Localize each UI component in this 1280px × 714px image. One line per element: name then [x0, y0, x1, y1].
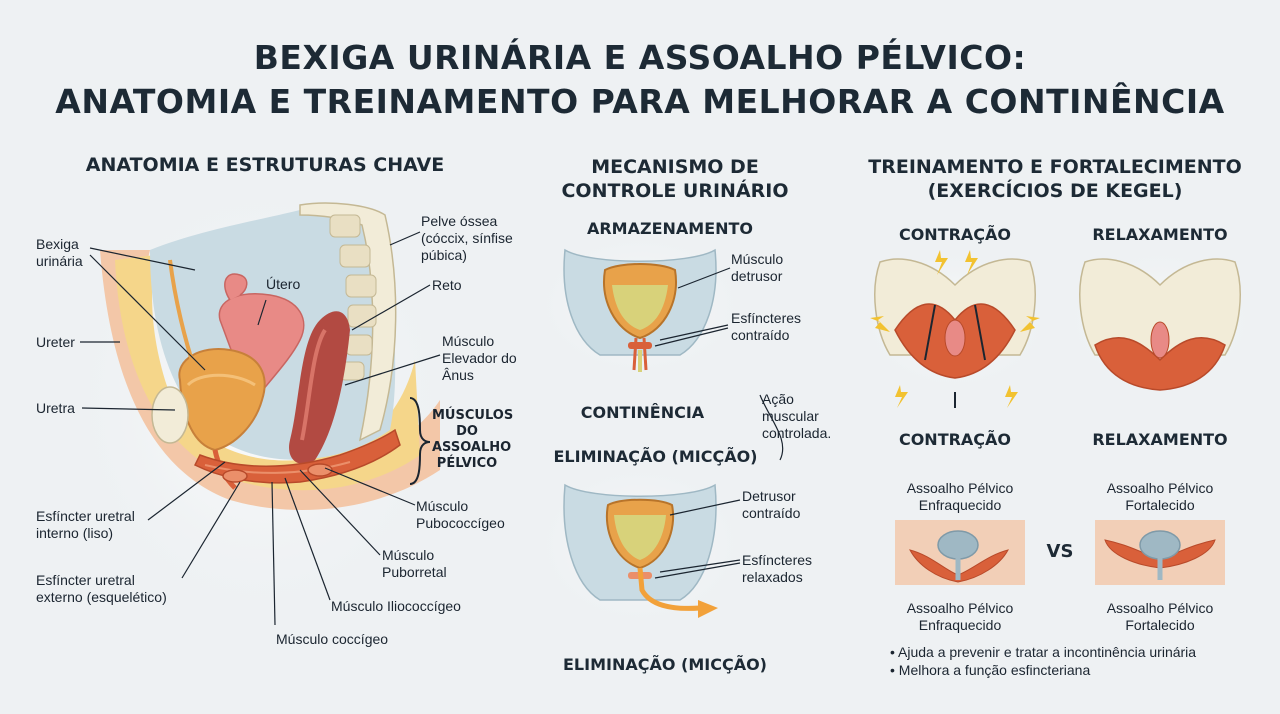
weak-bottom-label: Assoalho Pélvico Enfraquecido: [906, 600, 1014, 633]
strong-top-label: Assoalho Pélvico Fortalecido: [1106, 480, 1214, 513]
label-esfincter-externo: Esfíncter uretral externo (esquelético): [36, 572, 167, 605]
label-detrusor: Músculo detrusor: [731, 251, 784, 284]
label-acao: Ação muscular controlada.: [762, 391, 832, 441]
kegel-relaxation-diagram: [1060, 245, 1260, 395]
anatomy-callout-lines: [80, 231, 441, 626]
label-utero: Útero: [266, 276, 301, 292]
label-esfincter-interno: Esfíncter uretral interno (liso): [36, 508, 135, 541]
label-reto: Reto: [432, 277, 462, 293]
label-pubococcigeo: Músculo Pubococcígeo: [416, 498, 505, 531]
label-iliococcigeo: Músculo Iliococcígeo: [331, 598, 461, 614]
label-bexiga: Bexiga urinária: [36, 236, 83, 269]
storage-bladder-diagram: [530, 230, 750, 380]
contraction-top-label: CONTRAÇÃO: [898, 225, 1012, 244]
label-esf-relaxados: Esfíncteres relaxados: [742, 552, 813, 585]
training-heading: TREINAMENTO E FORTALECIMENTO (EXERCÍCIOS…: [868, 156, 1242, 202]
storage-urine: [612, 285, 668, 330]
anatomy-heading: ANATOMIA E ESTRUTURAS CHAVE: [85, 154, 445, 176]
bladder-shape: [178, 348, 266, 452]
contraction-bottom-label: CONTRAÇÃO: [898, 430, 1012, 449]
bullet-2: • Melhora a função esfincteriana: [890, 662, 1091, 678]
label-levador: Músculo Elevador do Ânus: [442, 333, 517, 383]
pelvic-floor-muscle-band: [193, 428, 401, 484]
contraction-lightning-icons: [870, 250, 1040, 408]
weak-top-label: Assoalho Pélvico Enfraquecido: [906, 480, 1014, 513]
kegel-contraction-diagram: [855, 245, 1055, 408]
label-ureter: Ureter: [36, 334, 75, 350]
elimination-label: ELIMINAÇÃO (MICÇÃO): [553, 447, 758, 466]
label-esf-contraido: Esfíncteres contraído: [731, 310, 802, 343]
title-line-1: BEXIGA URINÁRIA E ASSOALHO PÉLVICO:: [253, 38, 1027, 77]
sagittal-anatomy-illustration: [60, 170, 460, 630]
storage-sphincter: [628, 342, 652, 349]
label-detrusor-contraido: Detrusor contraído: [742, 488, 801, 521]
mechanism-heading: MECANISMO DE CONTROLE URINÁRIO: [561, 156, 789, 202]
relax-bottom-label: RELAXAMENTO: [1092, 430, 1228, 449]
bullet-1: • Ajuda a prevenir e tratar a incontinên…: [890, 644, 1197, 660]
strong-bottom-label: Assoalho Pélvico Fortalecido: [1106, 600, 1214, 633]
label-coccigeo: Músculo coccígeo: [276, 631, 389, 647]
relax-top-label: RELAXAMENTO: [1092, 225, 1228, 244]
weak-floor-diagram: [895, 520, 1025, 585]
fat-layer: [115, 255, 420, 491]
label-uretra: Uretra: [36, 400, 75, 416]
mechanism-callout-lines: [654, 267, 784, 579]
label-puborretal: Músculo Puborretal: [382, 547, 447, 580]
elimination-label-bottom: ELIMINAÇÃO (MICÇÃO): [563, 655, 767, 674]
strong-floor-diagram: [1095, 520, 1225, 585]
continence-label: CONTINÊNCIA: [580, 403, 705, 422]
label-assoalho: MÚSCULOS DO ASSOALHO PÉLVICO: [432, 408, 514, 471]
vs-label: VS: [1046, 541, 1074, 562]
relaxation-muscles: [1094, 337, 1226, 391]
elimination-bladder-diagram: [530, 460, 750, 630]
label-pelve: Pelve óssea (cóccix, sínfise púbica): [421, 213, 513, 263]
urine-flow-arrow: [637, 567, 701, 611]
title-line-2: ANATOMIA E TREINAMENTO PARA MELHORAR A C…: [55, 82, 1225, 121]
storage-label: ARMAZENAMENTO: [586, 219, 754, 238]
pubic-bone: [151, 386, 189, 444]
pelvic-floor-brace: [409, 397, 431, 485]
